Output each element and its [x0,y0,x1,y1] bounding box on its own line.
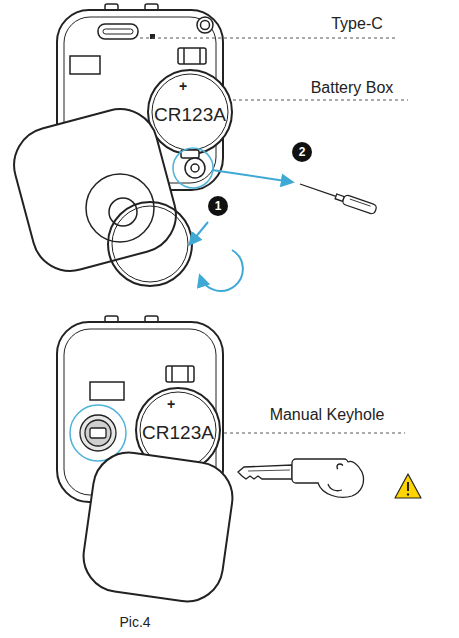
battery-holder [199,48,201,64]
battery-holder [183,48,185,64]
screw-highlight [173,148,213,188]
rotate-arrow [200,250,243,291]
screwdriver [350,199,371,206]
type-c-port [98,24,138,39]
warning-sign [395,474,421,498]
manual-keyhole [80,415,116,451]
rotate-arrow [190,222,208,244]
battery-holder [171,366,173,382]
hand [318,461,364,497]
manual-keyhole [90,428,106,438]
part-label: Type-C [331,16,383,32]
battery-holder [148,70,232,154]
reset-button [197,17,213,33]
key [248,470,290,471]
warning-sign [407,482,409,491]
sensor-window [70,56,100,74]
type-c-port [98,24,138,39]
cover-hinge [108,202,192,286]
hand [328,484,342,491]
manual-keyhole [80,415,116,451]
keyhole-highlight [70,405,126,461]
battery-label: CR123A [154,105,226,124]
part-label: Battery Box [311,80,394,96]
cover [79,448,237,606]
warning-sign [407,493,409,495]
leader-line [140,38,398,39]
polarity-mark: + [167,397,175,411]
screw [185,158,205,178]
type-c-port [103,29,133,34]
reset-button [197,17,213,33]
manual-keyhole [85,420,111,446]
cover-hinge [112,206,188,282]
cover-hinge [86,174,154,242]
screw [191,164,199,172]
polarity-mark: + [179,79,187,93]
cover [79,448,237,606]
leader-line [233,100,408,101]
part-label: Manual Keyhole [270,407,385,423]
sensor-window [90,382,124,400]
screwdriver [300,184,336,196]
key [238,465,292,479]
callout-number: 2 [299,146,306,158]
rotate-arrow [190,222,243,291]
battery-label: CR123A [142,423,214,442]
hand [318,461,364,497]
leader-line [140,38,408,100]
cover [6,101,185,280]
remove-arrow [212,170,292,182]
battery-holder [178,48,206,64]
battery-holder [181,150,199,158]
screwdriver [342,194,377,215]
caption: Pic.4 [119,615,150,629]
battery-holder [187,366,189,382]
callout-circle [292,142,312,162]
reset-button [201,21,210,30]
callout-number: 1 [215,200,222,212]
warning-sign [395,474,421,498]
cover-hinge [86,174,192,286]
leader-line [224,433,405,434]
cover [6,101,185,280]
callout-circle [208,196,228,216]
battery-holder [148,48,232,158]
screwdriver [298,179,377,215]
screw [185,158,205,178]
battery-holder [152,74,228,150]
battery-holder [166,366,194,382]
